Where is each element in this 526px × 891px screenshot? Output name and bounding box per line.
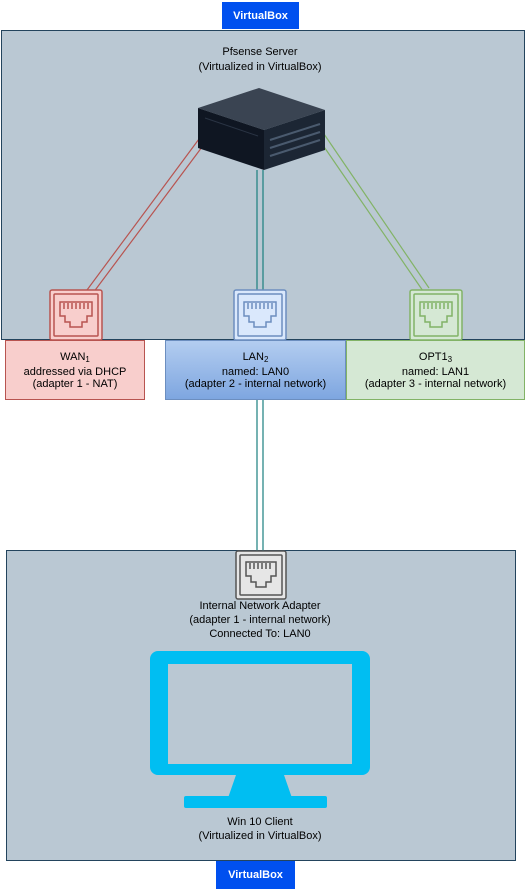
virtualbox-badge-top: VirtualBox <box>222 2 299 29</box>
lan-ethernet-port-icon <box>233 289 287 341</box>
opt-interface-line2: named: LAN1 <box>401 365 470 378</box>
server-subtitle: (Virtualized in VirtualBox) <box>198 61 322 73</box>
virtualbox-badge-top-label: VirtualBox <box>233 9 288 22</box>
opt-link <box>317 133 430 292</box>
client-adapter-line2: (adapter 1 - internal network) <box>189 614 331 626</box>
wan-interface-title: WAN1 <box>60 350 90 364</box>
opt-ethernet-port-icon <box>409 289 463 341</box>
virtualbox-badge-bottom: VirtualBox <box>216 861 295 889</box>
client-adapter-line1: Internal Network Adapter <box>199 600 321 612</box>
lan-link-server <box>256 170 264 290</box>
wan-interface-box: WAN1 addressed via DHCP (adapter 1 - NAT… <box>5 340 145 400</box>
wan-interface-line2: addressed via DHCP <box>23 365 127 378</box>
lan-interface-line2: named: LAN0 <box>221 365 290 378</box>
lan-link-client <box>256 400 264 551</box>
virtualbox-panel-client <box>6 550 516 861</box>
lan-interface-box: LAN2 named: LAN0 (adapter 2 - internal n… <box>165 340 346 400</box>
virtualbox-badge-bottom-label: VirtualBox <box>228 869 283 881</box>
wan-ethernet-port-icon <box>49 289 103 341</box>
client-adapter-line3: Connected To: LAN0 <box>209 628 311 640</box>
wan-link <box>86 138 206 294</box>
client-ethernet-port-icon <box>235 550 287 600</box>
wan-interface-line3: (adapter 1 - NAT) <box>32 377 118 390</box>
server-icon <box>198 88 325 170</box>
lan-interface-title: LAN2 <box>242 350 269 364</box>
monitor-icon <box>150 651 370 808</box>
opt-interface-line3: (adapter 3 - internal network) <box>364 377 507 390</box>
client-subtitle: (Virtualized in VirtualBox) <box>198 830 322 842</box>
opt-interface-box: OPT13 named: LAN1 (adapter 3 - internal … <box>346 340 525 400</box>
opt-interface-title: OPT13 <box>418 350 453 364</box>
client-name: Win 10 Client <box>227 816 293 828</box>
server-name: Pfsense Server <box>222 46 298 58</box>
lan-interface-line3: (adapter 2 - internal network) <box>184 377 327 390</box>
